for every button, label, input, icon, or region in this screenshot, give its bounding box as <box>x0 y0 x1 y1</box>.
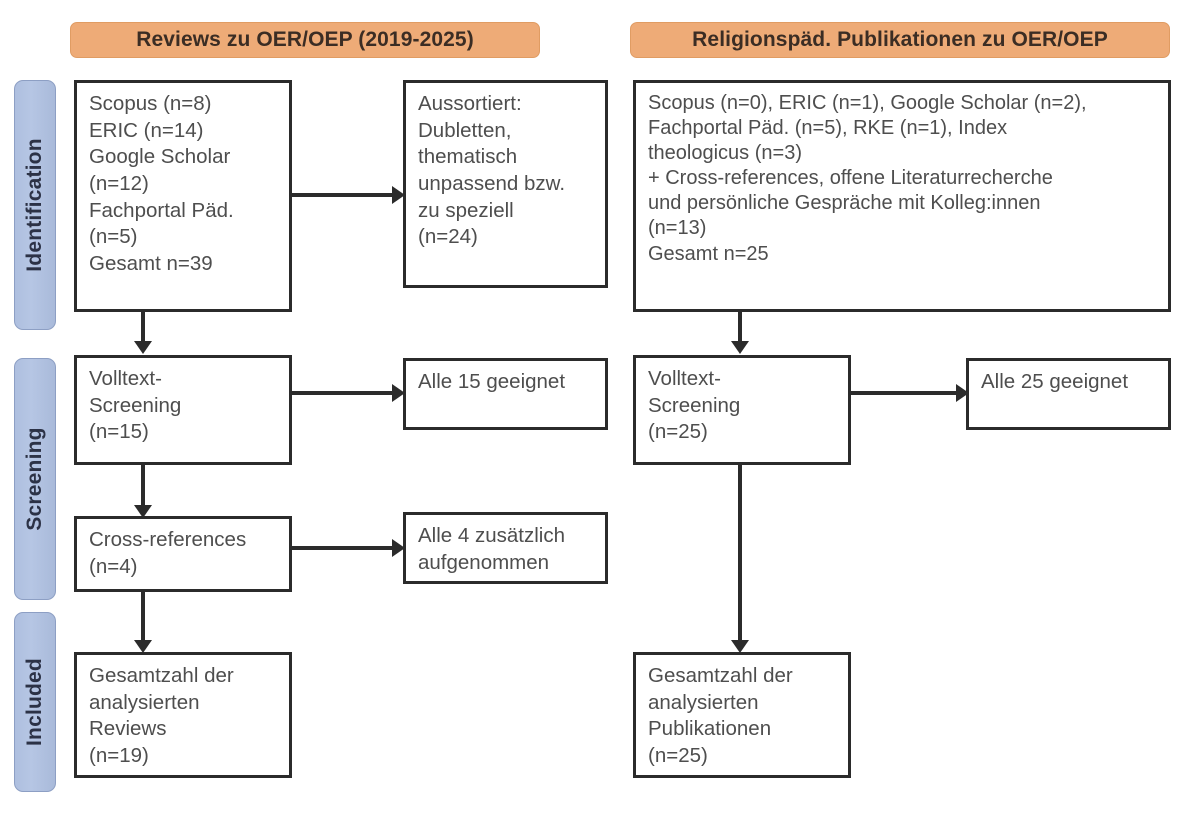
box-right-fulltext-screening: Volltext- Screening (n=25) <box>633 355 851 465</box>
arrowhead-left-ident-to-excluded <box>392 186 405 204</box>
connector-left-screening-to-crossrefs <box>141 465 145 507</box>
column-header-left: Reviews zu OER/OEP (2019-2025) <box>70 22 540 58</box>
connector-left-crossrefs-to-included <box>141 592 145 642</box>
connector-left-ident-to-excluded <box>292 193 392 197</box>
box-right-included: Gesamtzahl der analysierten Publikatione… <box>633 652 851 778</box>
arrowhead-left-crossrefs-to-result <box>392 539 405 557</box>
box-right-screening-result: Alle 25 geeignet <box>966 358 1171 430</box>
arrowhead-left-screening-to-crossrefs <box>134 505 152 518</box>
arrowhead-left-screening-to-result <box>392 384 405 402</box>
connector-left-screening-to-result <box>292 391 392 395</box>
box-right-identification-sources: Scopus (n=0), ERIC (n=1), Google Scholar… <box>633 80 1171 312</box>
column-header-right: Religionspäd. Publikationen zu OER/OEP <box>630 22 1170 58</box>
connector-left-crossrefs-to-result <box>292 546 392 550</box>
box-left-excluded: Aussortiert: Dubletten, thematisch unpas… <box>403 80 608 288</box>
stage-badge-included: Included <box>14 612 56 792</box>
box-left-crossrefs-result: Alle 4 zusätzlich aufgenommen <box>403 512 608 584</box>
stage-label-included: Included <box>23 658 46 746</box>
arrowhead-right-ident-to-screening <box>731 341 749 354</box>
arrowhead-right-screening-to-included <box>731 640 749 653</box>
box-left-fulltext-screening: Volltext- Screening (n=15) <box>74 355 292 465</box>
connector-right-ident-to-screening <box>738 312 742 343</box>
box-left-screening-result: Alle 15 geeignet <box>403 358 608 430</box>
connector-left-ident-to-screening <box>141 312 145 343</box>
box-left-included: Gesamtzahl der analysierten Reviews (n=1… <box>74 652 292 778</box>
arrowhead-right-screening-to-result <box>956 384 969 402</box>
stage-badge-screening: Screening <box>14 358 56 600</box>
connector-right-screening-to-result <box>851 391 956 395</box>
box-left-identification-sources: Scopus (n=8) ERIC (n=14) Google Scholar … <box>74 80 292 312</box>
arrowhead-left-ident-to-screening <box>134 341 152 354</box>
stage-badge-identification: Identification <box>14 80 56 330</box>
connector-right-screening-to-included <box>738 465 742 642</box>
stage-label-identification: Identification <box>23 138 46 272</box>
stage-label-screening: Screening <box>23 427 46 531</box>
box-left-crossrefs: Cross-references (n=4) <box>74 516 292 592</box>
arrowhead-left-crossrefs-to-included <box>134 640 152 653</box>
